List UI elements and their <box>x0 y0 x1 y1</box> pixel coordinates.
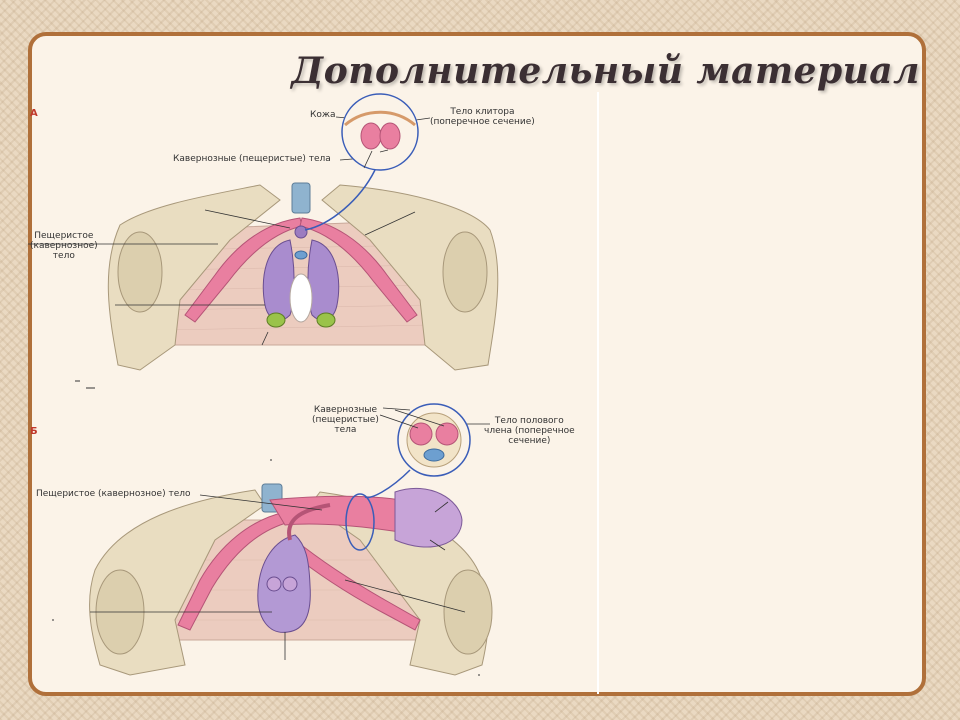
label-left-a-line1: Пещеристое <box>34 231 94 241</box>
label-cavernous-bodies-b: Кавернозные (пещеристые) тела <box>312 405 379 435</box>
label-cavernous-b-line3: тела <box>334 425 357 435</box>
column-divider <box>597 92 599 694</box>
label-penis-body-line2: члена (поперечное <box>484 426 575 436</box>
pelvic-bone-left-a <box>107 184 281 371</box>
label-cavernous-b-line1: Кавернозные <box>313 405 378 415</box>
panel-a-letter: А <box>30 108 38 119</box>
label-left-a-line2: (кавернозное) <box>30 241 98 251</box>
glans-penis <box>394 487 463 548</box>
label-cavernous-bodies-a: Кавернозные (пещеристые) тела <box>173 154 331 164</box>
urethral-opening <box>294 250 308 260</box>
crus-left-b <box>177 511 291 631</box>
label-penis-body-line1: Тело полового <box>494 416 564 426</box>
label-penis-body: Тело полового члена (поперечное сечение) <box>484 416 575 446</box>
crus-right-a <box>299 217 418 323</box>
label-clitoris-body-line1: Тело клитора <box>450 107 515 117</box>
label-clitoris-body: Тело клитора (поперечное сечение) <box>430 107 535 127</box>
label-clitoris-body-line2: (поперечное сечение) <box>430 117 535 127</box>
glans-a <box>294 225 308 239</box>
crus-right-b <box>289 539 421 631</box>
greater-vestibular-gland-right <box>316 312 336 328</box>
label-cavernous-b-line2: (пещеристые) <box>312 415 379 425</box>
label-left-a-line3: тело <box>52 251 75 261</box>
greater-vestibular-gland-left <box>266 312 286 328</box>
highlight-ellipse-b <box>345 493 375 551</box>
pelvic-bone-right-a <box>321 184 499 371</box>
slide-title: Дополнительный материал <box>291 50 920 92</box>
crus-left-a <box>184 217 303 323</box>
label-cavernous-body-a: Пещеристое (кавернозное) тело <box>30 231 98 261</box>
panel-b-letter: Б <box>30 426 38 437</box>
pubic-symphysis-a <box>291 182 311 214</box>
label-skin: Кожа <box>310 110 336 120</box>
label-cavernous-body-b: Пещеристое (кавернозное) тело <box>36 489 191 499</box>
vaginal-opening <box>289 273 313 323</box>
label-penis-body-line3: сечение) <box>508 436 551 446</box>
